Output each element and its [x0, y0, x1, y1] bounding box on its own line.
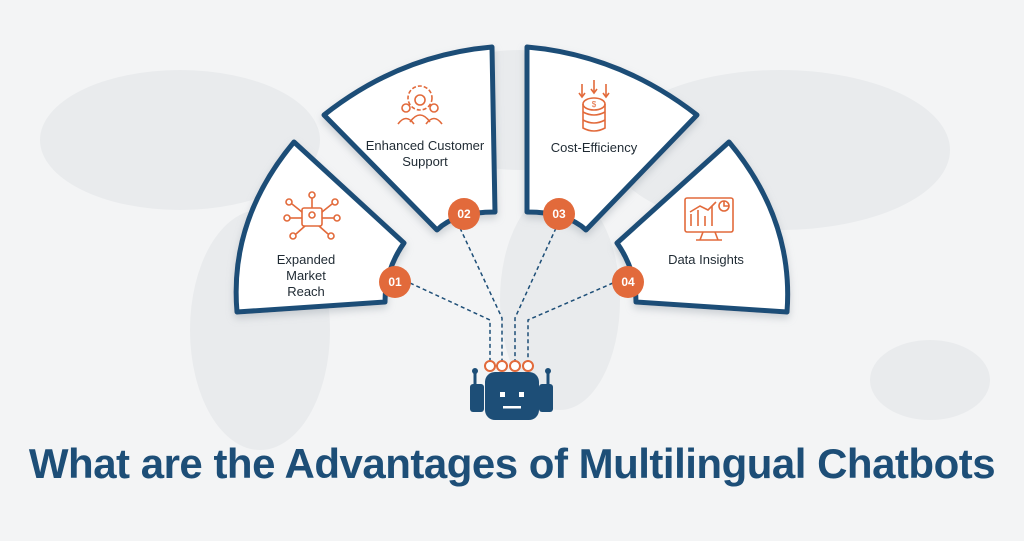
connector-lines: [409, 227, 614, 362]
badge-03: 03: [543, 198, 575, 230]
connector-03: [514, 227, 557, 362]
robot-icon: [470, 360, 553, 420]
card-03-label: Cost-Efficiency: [550, 140, 638, 155]
connector-02: [459, 227, 503, 362]
card-02-label: Enhanced Customer Support: [365, 138, 485, 169]
coin-stack-icon: $: [578, 80, 610, 132]
card-01-label: Expanded Market Reach: [276, 252, 336, 299]
analytics-monitor-icon: [684, 197, 734, 241]
badge-04: 04: [612, 266, 644, 298]
badge-02: 02: [448, 198, 480, 230]
badge-01: 01: [379, 266, 411, 298]
team-gear-icon: [397, 85, 443, 125]
network-hub-icon: [283, 191, 341, 240]
connector-04: [527, 282, 614, 362]
card-04: [614, 139, 791, 315]
svg-text:$: $: [592, 100, 597, 109]
connector-01: [409, 282, 491, 362]
page-title: What are the Advantages of Multilingual …: [28, 440, 996, 487]
card-04-label: Data Insights: [668, 252, 744, 267]
